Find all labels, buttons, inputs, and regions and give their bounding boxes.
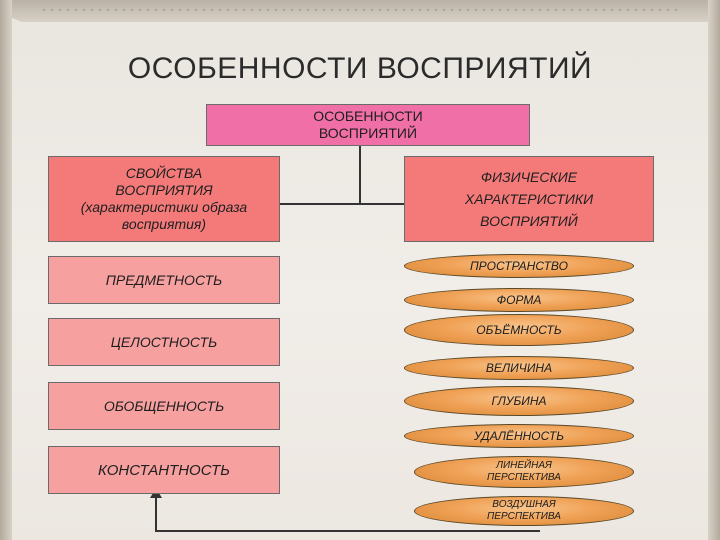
physical-item-space: ПРОСТРАНСТВО — [404, 254, 634, 278]
physical-item-volume: ОБЪЁМНОСТЬ — [404, 314, 634, 346]
property-box-generality: ОБОБЩЕННОСТЬ — [48, 382, 280, 430]
slide-frame-right — [708, 0, 720, 540]
connector-bottom-right — [155, 530, 540, 532]
physical-header-line-2: ХАРАКТЕРИСТИКИ — [464, 191, 594, 207]
physical-header-line-3: ВОСПРИЯТИЙ — [480, 213, 578, 229]
property-box-integrity: ЦЕЛОСТНОСТЬ — [48, 318, 280, 366]
properties-header-line-3: (характеристики образа — [80, 199, 248, 215]
connector-root-stem — [359, 146, 361, 204]
properties-header-line-4: восприятия) — [121, 216, 207, 232]
physical-item-linear-perspective: ЛИНЕЙНАЯ ПЕРСПЕКТИВА — [414, 456, 634, 488]
property-box-objectness: ПРЕДМЕТНОСТЬ — [48, 256, 280, 304]
physical-item-size: ВЕЛИЧИНА — [404, 356, 634, 380]
properties-header-line-2: ВОСПРИЯТИЯ — [115, 182, 213, 198]
slide-frame-left — [0, 0, 12, 540]
properties-header-box: СВОЙСТВА ВОСПРИЯТИЯ (характеристики обра… — [48, 156, 280, 242]
physical-item-depth: ГЛУБИНА — [404, 386, 634, 416]
root-line-1: ОСОБЕННОСТИ — [313, 108, 423, 124]
connector-bottom-stem — [155, 496, 157, 531]
physical-header-line-1: ФИЗИЧЕСКИЕ — [480, 169, 578, 185]
physical-item-form: ФОРМА — [404, 288, 634, 312]
slide-title: ОСОБЕННОСТИ ВОСПРИЯТИЙ — [127, 52, 593, 85]
physical-item-distance: УДАЛЁННОСТЬ — [404, 424, 634, 448]
decorative-dots — [40, 8, 680, 12]
properties-header-line-1: СВОЙСТВА — [125, 165, 203, 181]
root-box: ОСОБЕННОСТИ ВОСПРИЯТИЙ — [206, 104, 530, 146]
connector-horizontal — [280, 203, 404, 205]
property-box-constancy: КОНСТАНТНОСТЬ — [48, 446, 280, 494]
physical-item-aerial-perspective: ВОЗДУШНАЯ ПЕРСПЕКТИВА — [414, 496, 634, 526]
physical-header-box: ФИЗИЧЕСКИЕ ХАРАКТЕРИСТИКИ ВОСПРИЯТИЙ — [404, 156, 654, 242]
root-line-2: ВОСПРИЯТИЙ — [318, 125, 418, 141]
